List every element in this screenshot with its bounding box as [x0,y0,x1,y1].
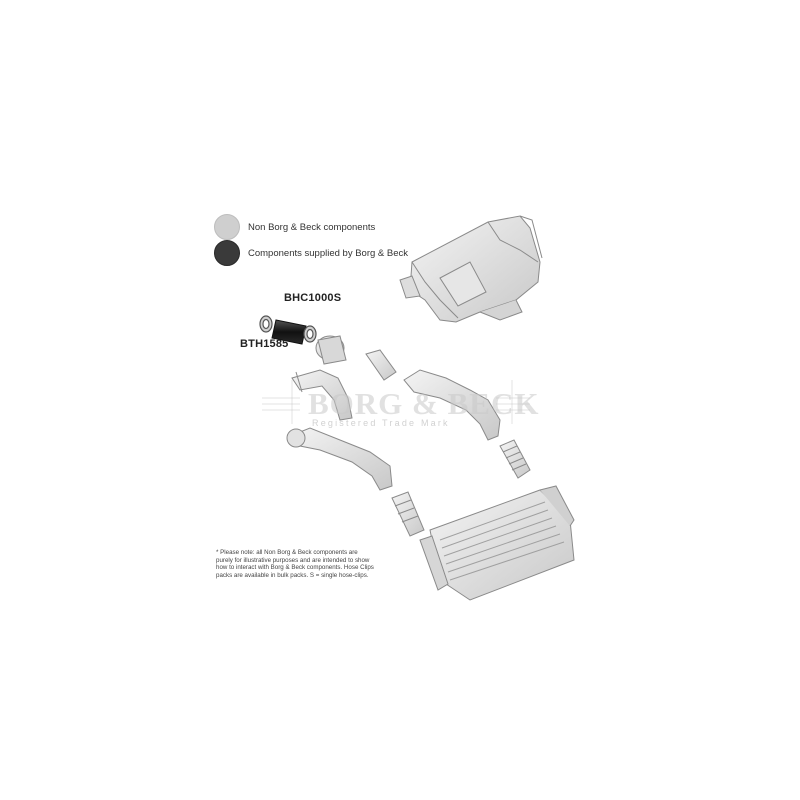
part-label-clip: BTH1585 [240,338,289,350]
watermark-subtitle: Registered Trade Mark [312,418,450,428]
borg-beck-hose [271,319,307,345]
lower-left-pipe [286,427,393,491]
disclaimer-note: * Please note: all Non Borg & Beck compo… [216,549,374,579]
black-dot-icon [214,240,240,266]
legend-item-non-borg-beck: Non Borg & Beck components [214,214,375,240]
legend-label: Components supplied by Borg & Beck [248,247,409,259]
part-label-hose: BHC1000S [284,292,342,304]
small-connector-pipe [365,349,397,381]
watermark-lines [262,380,530,424]
intercooler [419,485,575,601]
bellows-hose-left [391,491,425,537]
grey-dot-icon [214,214,240,240]
legend-label: Non Borg & Beck components [248,221,376,233]
bellows-hose-right [499,439,531,479]
throttle-connector [315,335,347,365]
central-s-pipe [403,369,501,441]
legend-item-borg-beck: Components supplied by Borg & Beck [214,240,408,266]
watermark-brand: BORG & BECK [308,386,540,421]
hose-clip-left [259,315,273,333]
hose-clip-right [303,325,317,343]
air-box-housing [399,215,543,323]
upper-left-pipe [291,369,353,421]
